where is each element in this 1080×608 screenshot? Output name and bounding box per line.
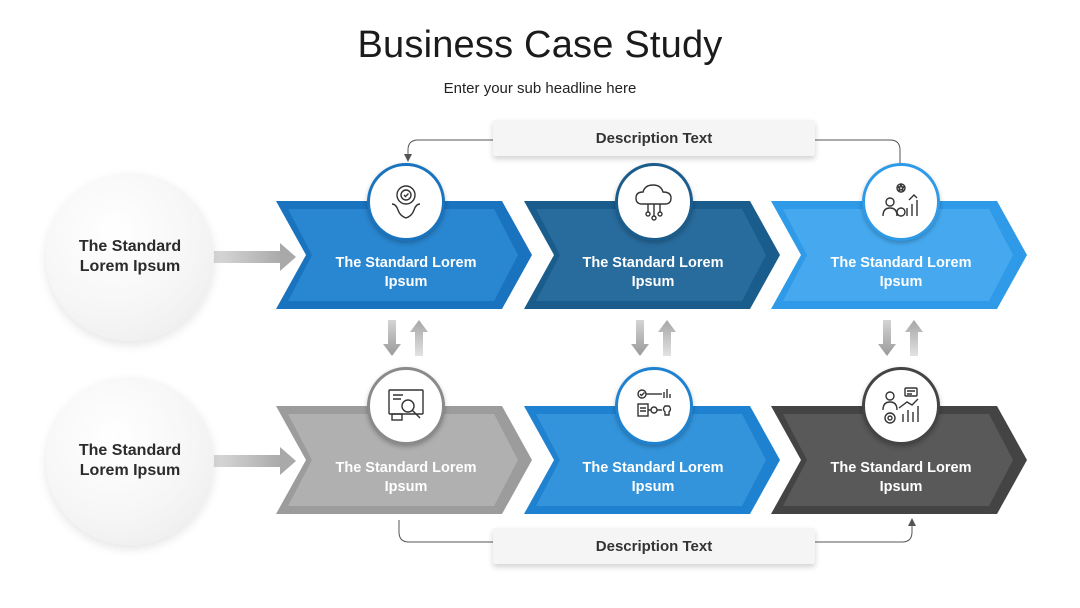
description-box-top: Description Text [493, 120, 815, 156]
side-label-line2: Lorem Ipsum [79, 258, 181, 275]
side-label-top: The Standard Lorem Ipsum [60, 237, 200, 277]
step-chevron-3 [771, 201, 1027, 309]
step-chevron-1 [276, 201, 532, 309]
side-circle-bottom [46, 377, 214, 545]
page-title: Business Case Study [357, 24, 723, 66]
team-growth-icon [862, 163, 940, 241]
board-search-icon [367, 367, 445, 445]
cloud-network-icon [615, 163, 693, 241]
updown-arrows-1 [383, 320, 428, 356]
side-label-line1: The Standard [78, 238, 182, 255]
connector-top-left [404, 139, 493, 162]
side-label-bottom: The Standard Lorem Ipsum [60, 441, 200, 481]
step-chevron-5 [524, 406, 780, 514]
description-box-bottom: Description Text [493, 528, 815, 564]
updown-arrows-2 [631, 320, 676, 356]
step-chevron-2 [524, 201, 780, 309]
business-analytics-icon [862, 367, 940, 445]
connector-bottom-left [398, 520, 493, 543]
side-arrow-1 [196, 243, 296, 271]
updown-arrows-3 [878, 320, 923, 356]
side-arrow-2 [196, 447, 296, 475]
page-subtitle: Enter your sub headline here [443, 80, 637, 97]
side-circle-top [46, 173, 214, 341]
award-hand-icon [367, 163, 445, 241]
step-chevron-4 [276, 406, 532, 514]
connector-bottom-right [815, 518, 916, 543]
side-label-line2: Lorem Ipsum [79, 462, 181, 479]
step-chevron-6 [771, 406, 1027, 514]
process-idea-icon [615, 367, 693, 445]
connector-top-right [815, 139, 901, 165]
side-label-line1: The Standard [78, 442, 182, 459]
